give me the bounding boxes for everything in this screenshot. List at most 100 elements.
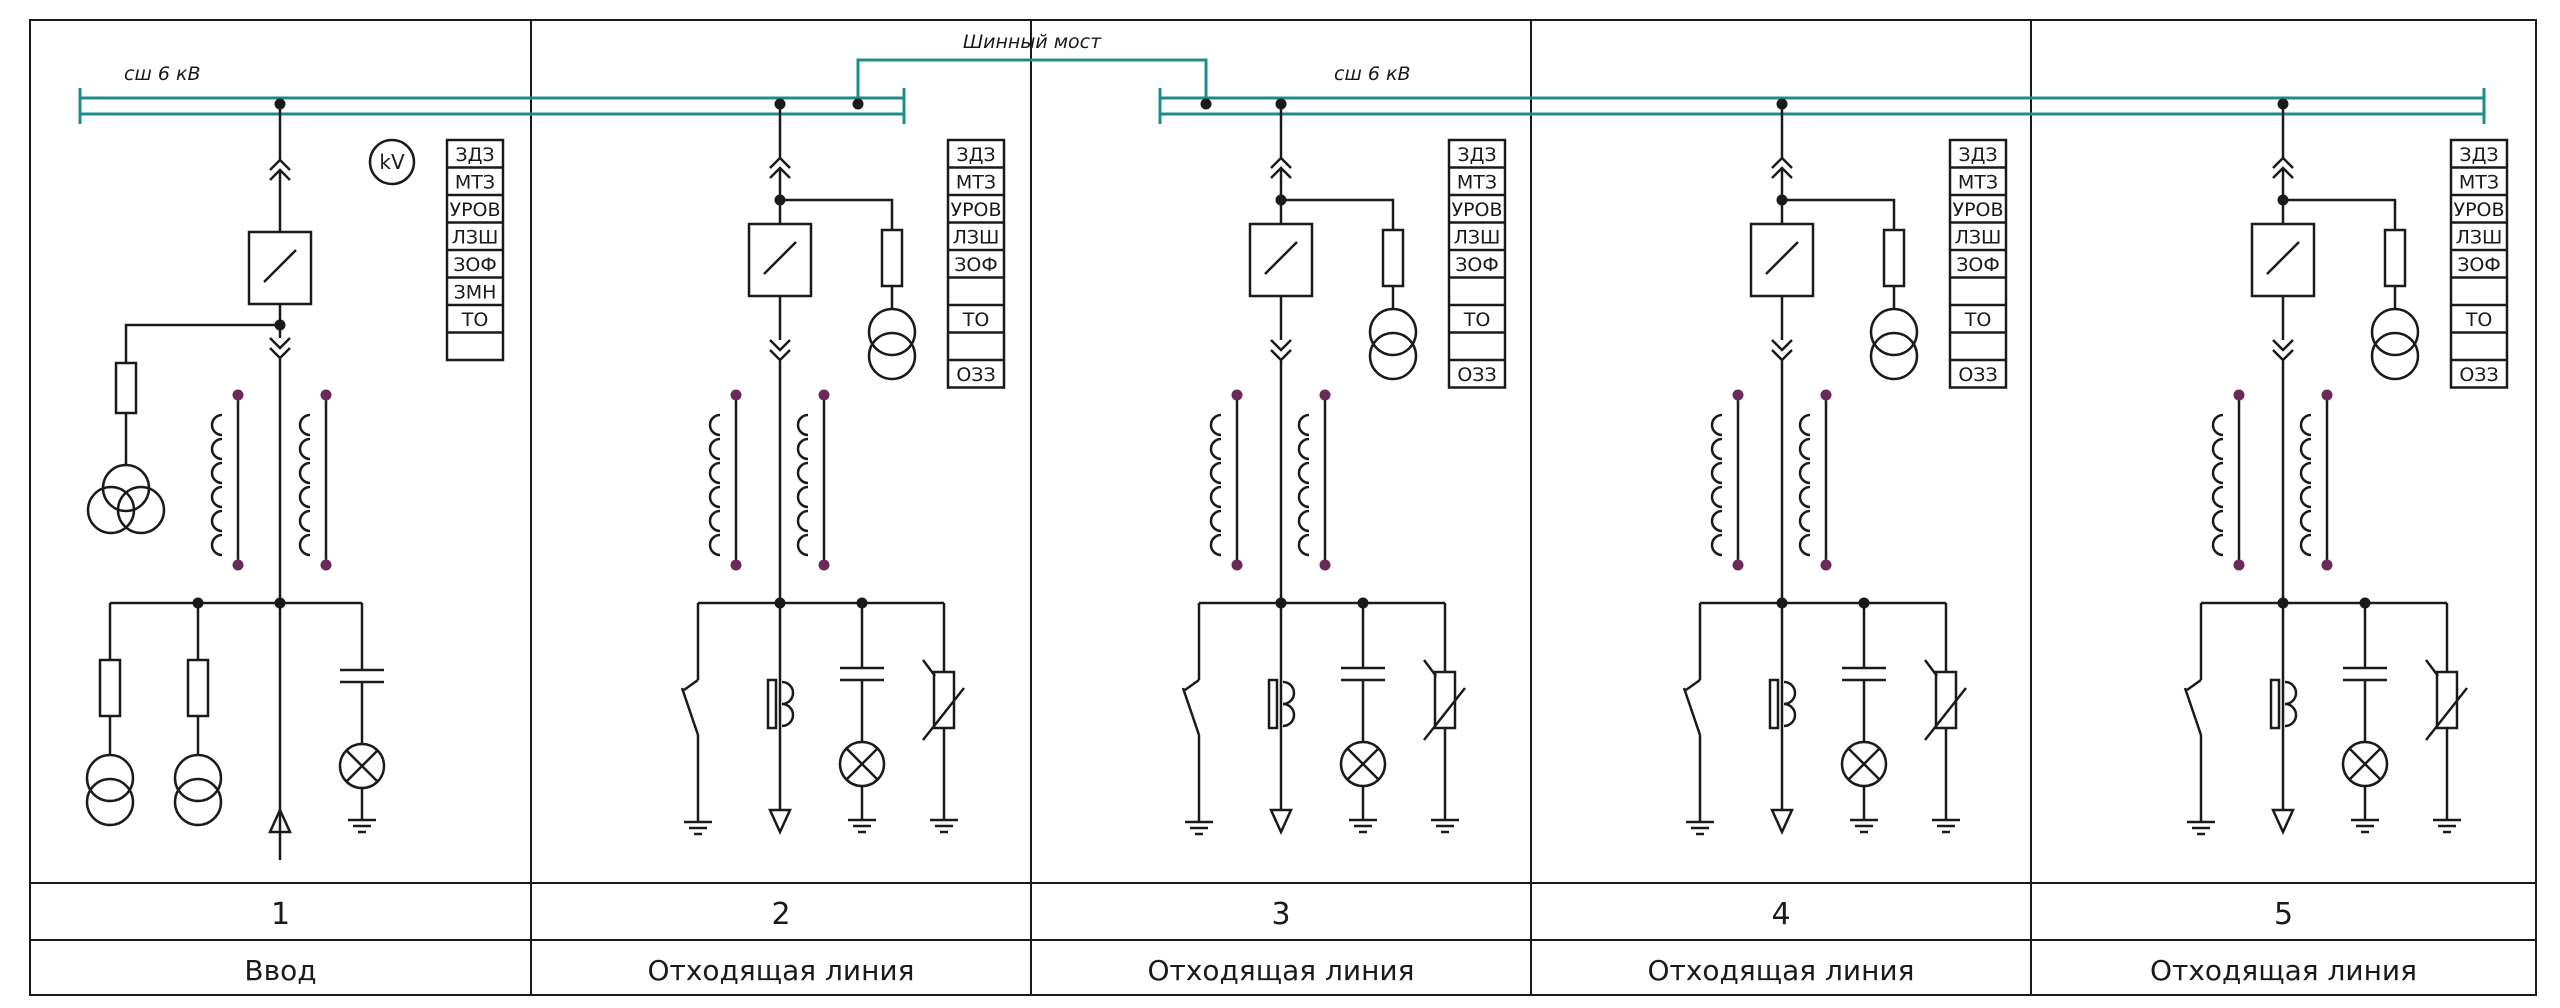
zero-sequence-ct-winding xyxy=(2284,680,2298,728)
transformer-winding xyxy=(867,307,917,357)
panel-name-2: Отходящая линия xyxy=(648,954,915,987)
vt-branch xyxy=(780,198,894,230)
panel-name-5: Отходящая линия xyxy=(2150,954,2417,987)
earthing-switch-blade xyxy=(1682,687,1702,736)
protection-label: ЗОФ xyxy=(954,254,998,276)
lamp-cross xyxy=(1347,748,1379,780)
circuit-breaker-box xyxy=(1248,222,1314,298)
zero-sequence-ct-winding xyxy=(1783,680,1797,728)
ct-winding xyxy=(2211,413,2224,557)
fuse xyxy=(1381,228,1405,288)
ct-terminal xyxy=(320,559,332,571)
ct-terminal xyxy=(320,389,332,401)
surge-arrester xyxy=(932,670,956,730)
transformer-winding xyxy=(2370,331,2420,381)
ct-terminal xyxy=(2321,559,2333,571)
plug-contact-lower xyxy=(769,339,791,352)
protection-label: ЗОФ xyxy=(453,254,497,276)
plug-contact-upper xyxy=(769,156,791,169)
surge-arrester xyxy=(1934,670,1958,730)
ct-terminal xyxy=(1319,389,1331,401)
protection-label: ЗОФ xyxy=(1956,254,2000,276)
ct-terminal xyxy=(1231,559,1243,571)
outer-frame xyxy=(29,19,2537,996)
ct-terminal xyxy=(2233,389,2245,401)
transformer-winding xyxy=(86,485,136,535)
bus-bridge-line xyxy=(856,58,1208,104)
circuit-breaker-box xyxy=(247,230,313,306)
protection-label: УРОВ xyxy=(449,199,500,221)
protection-table xyxy=(1447,138,1507,389)
arrester-diagonal xyxy=(922,659,965,741)
plug-contact-upper xyxy=(1771,156,1793,169)
drawing-frame xyxy=(29,19,2537,996)
bridge-dot-left xyxy=(852,98,864,110)
transformer-winding xyxy=(85,753,135,803)
cable-termination xyxy=(268,806,292,834)
lamp-cross xyxy=(1848,748,1880,780)
ct-winding xyxy=(210,413,223,557)
ct-terminal xyxy=(1820,559,1832,571)
transformer-winding xyxy=(1869,307,1919,357)
breaker-contact xyxy=(763,241,797,275)
vt-branch xyxy=(124,323,280,363)
zero-sequence-ct xyxy=(1267,678,1279,730)
ct-terminal xyxy=(2233,559,2245,571)
junction-dot xyxy=(2277,597,2289,609)
protection-label: ТО xyxy=(1964,309,1992,331)
earthing-switch-lead xyxy=(1184,678,1200,692)
ct-terminal xyxy=(730,559,742,571)
panel-name-3: Отходящая линия xyxy=(1148,954,1415,987)
plug-contact-lower xyxy=(2272,339,2294,352)
plug-contact-lower xyxy=(1270,339,1292,352)
protection-label: УРОВ xyxy=(950,199,1001,221)
protection-label: ОЗЗ xyxy=(1958,364,1997,386)
panel-number-1: 1 xyxy=(271,897,290,932)
fuse xyxy=(880,228,904,288)
ct-terminal xyxy=(1732,559,1744,571)
protection-label: ЛЗШ xyxy=(2456,227,2503,249)
circuit-breaker-box xyxy=(1749,222,1815,298)
busbar-section-2 xyxy=(1158,88,2486,124)
ct-winding xyxy=(1710,413,1723,557)
bus-label-left: сш 6 кВ xyxy=(124,63,201,85)
ct-terminal xyxy=(1820,389,1832,401)
ct-terminal xyxy=(818,559,830,571)
fuse xyxy=(114,361,138,415)
panel-name-4: Отходящая линия xyxy=(1648,954,1915,987)
protection-table xyxy=(2449,138,2509,389)
zero-sequence-ct-winding xyxy=(781,680,795,728)
cable-termination xyxy=(1269,808,1293,836)
protection-label: ТО xyxy=(461,309,489,331)
ct-winding xyxy=(1297,413,1310,557)
zero-sequence-ct xyxy=(766,678,778,730)
earthing-switch-lead xyxy=(683,678,699,692)
ct-winding xyxy=(2299,413,2312,557)
junction-dot xyxy=(1776,597,1788,609)
fuse xyxy=(1882,228,1906,288)
busbars xyxy=(78,58,2486,124)
protection-label: ЗДЗ xyxy=(956,144,995,166)
lamp-cross xyxy=(346,750,378,782)
bus-label-right: сш 6 кВ xyxy=(1334,63,1411,85)
protection-label: ЗМН xyxy=(454,282,497,304)
protection-label: ЗДЗ xyxy=(455,144,494,166)
circuit-breaker-box xyxy=(747,222,813,298)
protection-label: ЗОФ xyxy=(1455,254,1499,276)
transformer-winding xyxy=(116,485,166,535)
zero-sequence-ct xyxy=(1768,678,1780,730)
protection-label: МТЗ xyxy=(956,172,996,194)
plug-contact-upper xyxy=(2272,156,2294,169)
transformer-winding xyxy=(1368,331,1418,381)
protection-label: ТО xyxy=(1463,309,1491,331)
protection-label: ЗОФ xyxy=(2457,254,2501,276)
protection-label: ТО xyxy=(962,309,990,331)
protection-label: ЗДЗ xyxy=(2459,144,2498,166)
plug-contact-upper xyxy=(1270,156,1292,169)
ct-terminal xyxy=(2321,389,2333,401)
protection-table xyxy=(946,138,1006,389)
protection-label: УРОВ xyxy=(1451,199,1502,221)
